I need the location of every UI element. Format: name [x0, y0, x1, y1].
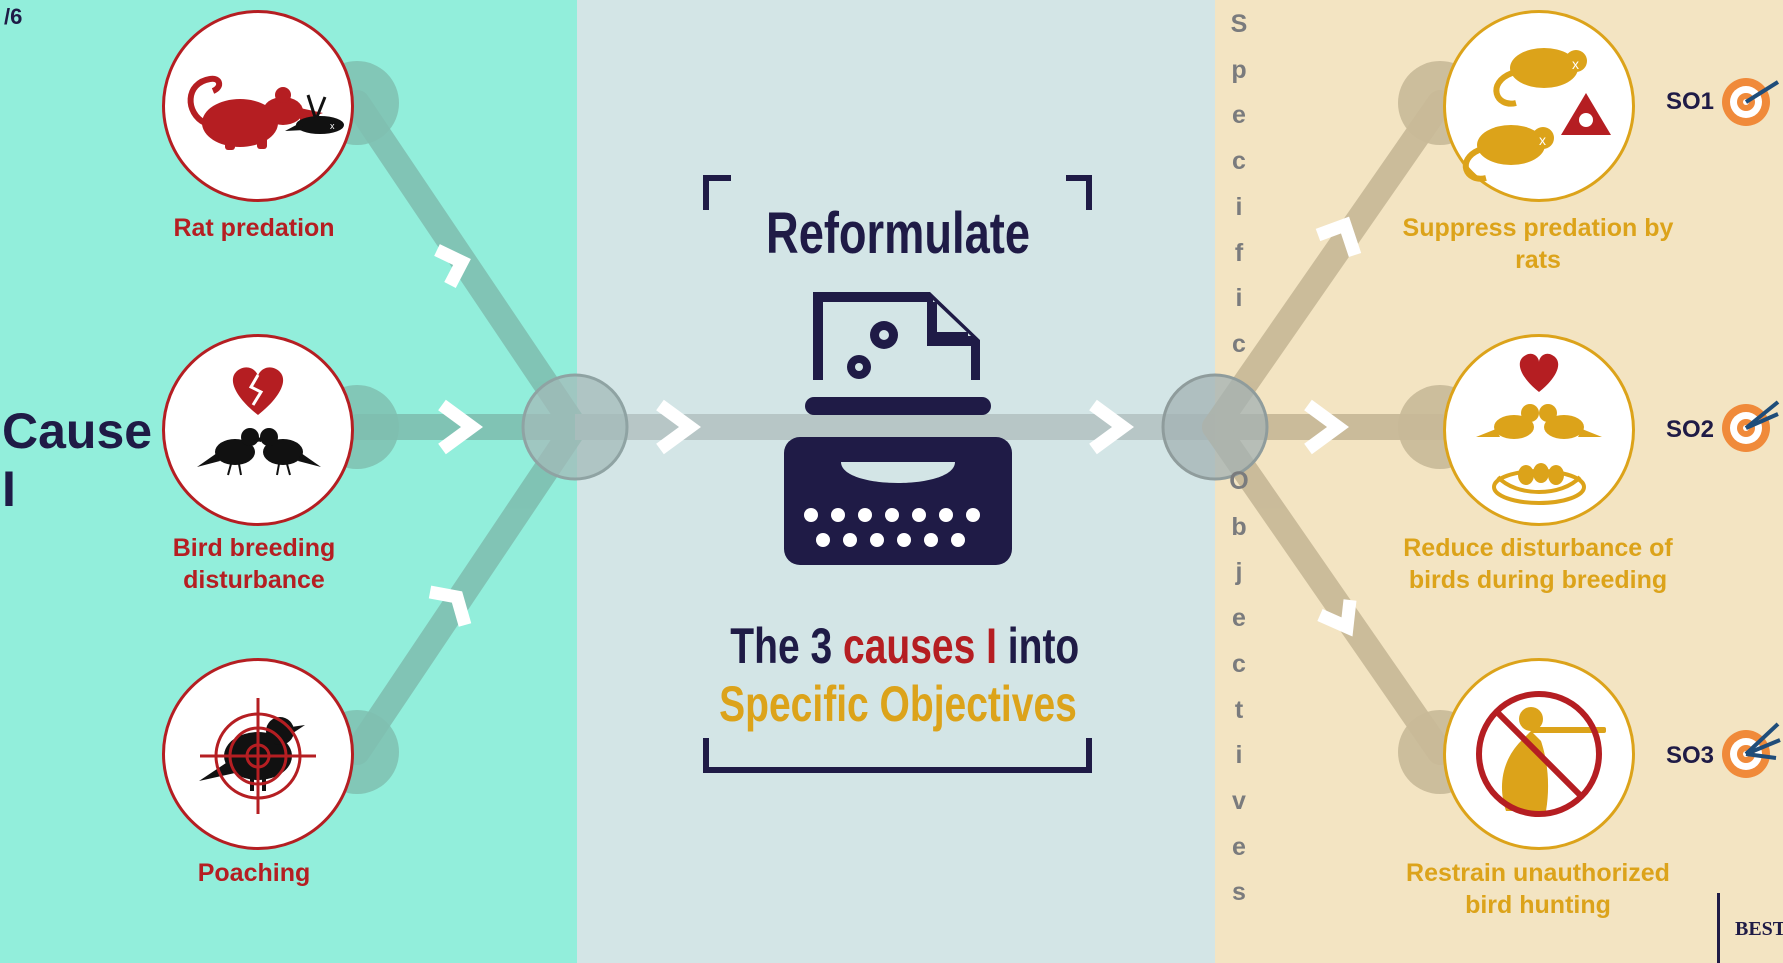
- chevron-icon: [434, 244, 471, 289]
- typewriter-icon: [784, 292, 1012, 565]
- objective-3-label: Restrain unauthorized bird hunting: [1406, 859, 1670, 919]
- chevron-icon: [1315, 216, 1362, 258]
- vertical-label-letter: c: [1232, 649, 1246, 678]
- vertical-label-letter: p: [1231, 55, 1247, 84]
- page-number: /6: [4, 4, 23, 29]
- vertical-label-letter: i: [1235, 741, 1243, 770]
- target-arrow-icon: [1722, 400, 1780, 452]
- vertical-label-letter: i: [1235, 284, 1243, 313]
- rat-predation-badge: x: [162, 10, 354, 202]
- vertical-label-letter: c: [1232, 329, 1246, 358]
- chevron-icon: [438, 399, 483, 455]
- svg-text:x: x: [1572, 56, 1579, 72]
- vertical-label-letter: e: [1232, 832, 1246, 861]
- rat-with-dead-bird-icon: x: [187, 75, 344, 150]
- vertical-label-letter: c: [1232, 147, 1246, 176]
- center-line-1-start: The 3: [730, 618, 843, 674]
- so1-code: SO1: [1666, 88, 1715, 115]
- no-hunting-icon: [1476, 691, 1606, 817]
- poaching-badge: [162, 658, 354, 850]
- poisoned-rats-icon: xx: [1462, 48, 1611, 182]
- target-arrow-icon: [1722, 722, 1781, 778]
- cause-title: Cause I: [2, 403, 153, 517]
- best-logo: BEST: [1717, 893, 1783, 963]
- chevron-icon: [656, 399, 701, 455]
- chevron-icon: [1317, 599, 1357, 637]
- objective-1-label: Suppress predation by rats: [1402, 214, 1674, 274]
- chevron-icon: [428, 585, 472, 627]
- center-line-1: The 3 causes I into: [730, 617, 1079, 675]
- cause-breeding-disturbance-label: Bird breeding disturbance: [172, 534, 336, 594]
- vertical-label-letter: f: [1234, 238, 1244, 267]
- breeding-disturbance-badge: [162, 334, 354, 526]
- vertical-label-letter: S: [1230, 10, 1248, 38]
- vertical-label-letter: j: [1235, 558, 1243, 587]
- svg-text:x: x: [1539, 132, 1546, 148]
- left-hub: [521, 373, 629, 481]
- cause-poaching-label: Poaching: [197, 859, 311, 887]
- bird-in-crosshair-icon: [199, 698, 316, 814]
- vertical-label-letter: v: [1232, 786, 1246, 815]
- vertical-label-letter: t: [1234, 695, 1244, 724]
- right-hub: [1161, 373, 1269, 481]
- center-line-1-end: into: [996, 618, 1080, 674]
- center-line-2: Specific Objectives: [719, 676, 1077, 732]
- reduce-disturbance-badge: [1443, 334, 1635, 526]
- broken-heart-birds-icon: [197, 367, 321, 476]
- vertical-label-letter: e: [1232, 101, 1246, 130]
- vertical-label-letter: s: [1232, 878, 1246, 907]
- so2-code: SO2: [1666, 416, 1715, 443]
- chevron-icon: [1304, 399, 1349, 455]
- target-arrow-icon: [1722, 78, 1780, 126]
- objective-2-label: Reduce disturbance of birds during breed…: [1403, 534, 1673, 594]
- cause-rat-predation-label: Rat predation: [173, 214, 335, 242]
- birds-heart-nest-icon: [1476, 353, 1602, 505]
- center-line-1-causes: causes I: [842, 618, 997, 674]
- reformulate-frame: [703, 175, 1092, 773]
- svg-text:x: x: [330, 121, 335, 131]
- reformulate-heading: Reformulate: [766, 201, 1030, 266]
- vertical-label-letter: b: [1231, 512, 1247, 541]
- chevron-icon: [1089, 399, 1134, 455]
- restrain-hunting-badge: [1443, 658, 1635, 850]
- vertical-label-letter: O: [1229, 467, 1249, 495]
- vertical-label-letter: e: [1232, 604, 1246, 633]
- vertical-label-letter: i: [1235, 192, 1243, 221]
- logo-text: BEST: [1735, 918, 1783, 940]
- so3-code: SO3: [1666, 742, 1715, 769]
